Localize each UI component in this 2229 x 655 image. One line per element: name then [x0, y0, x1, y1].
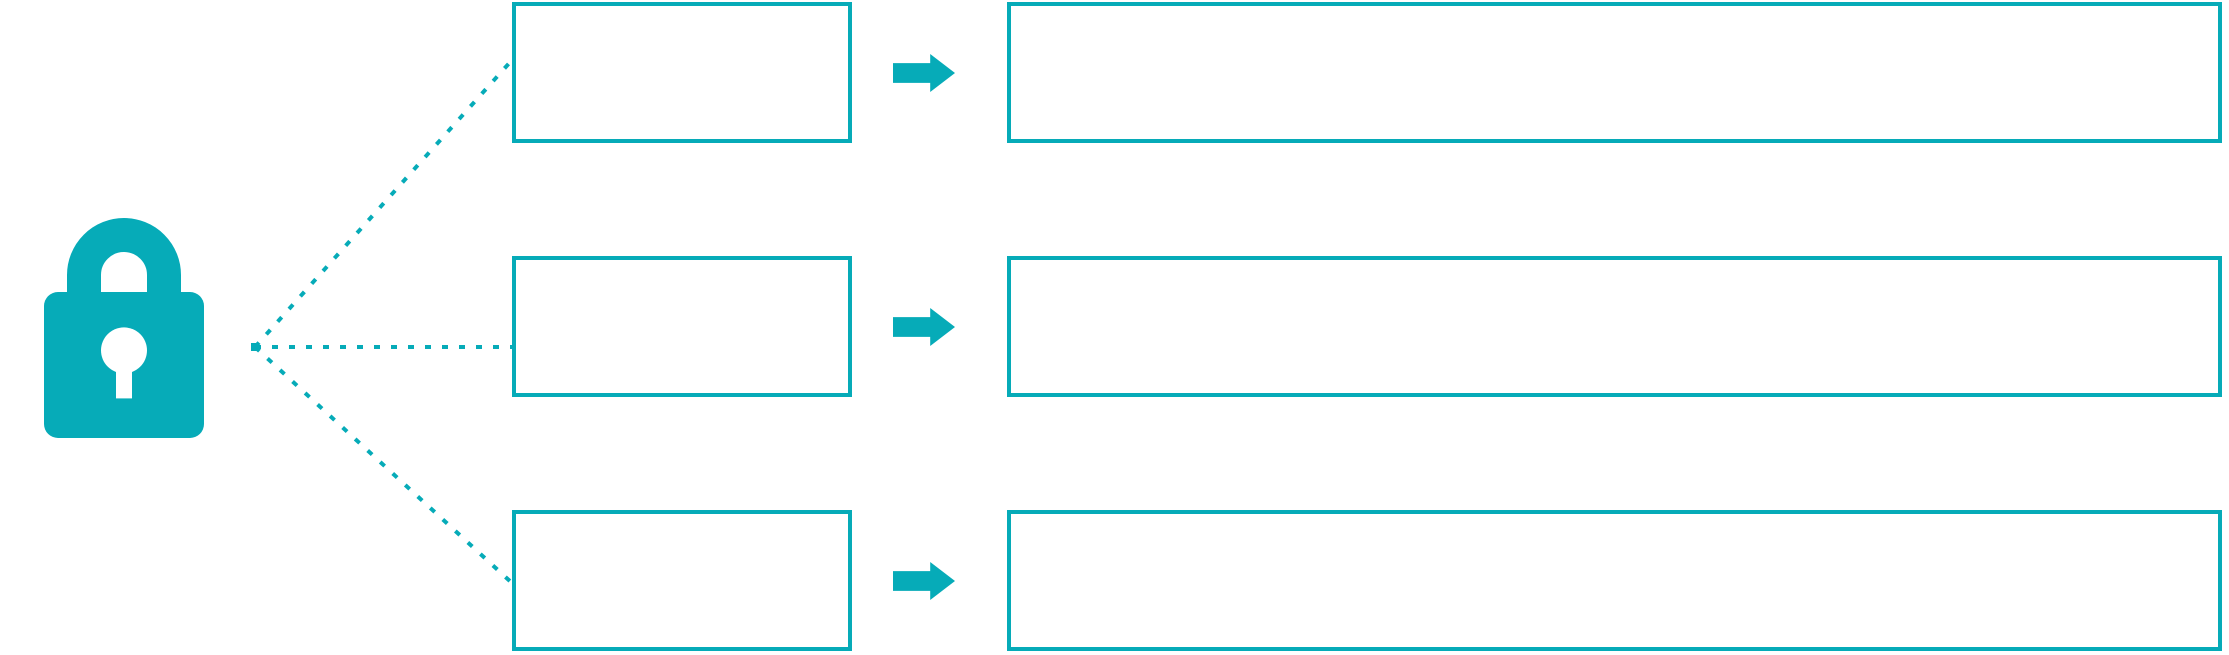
stage-box-3[interactable]: [512, 510, 852, 651]
lock-shackle-icon: [67, 218, 181, 300]
connector-line-3: [253, 345, 514, 585]
stage-box-2[interactable]: [512, 256, 852, 397]
detail-box-3[interactable]: [1007, 510, 2222, 651]
detail-box-1[interactable]: [1007, 2, 2222, 143]
arrow-right-3: [893, 562, 955, 600]
connector-line-1: [253, 58, 514, 349]
arrow-right-1: [893, 54, 955, 92]
arrow-right-2: [893, 308, 955, 346]
detail-box-2[interactable]: [1007, 256, 2222, 397]
stage-box-1[interactable]: [512, 2, 852, 143]
lock-icon: [44, 218, 204, 438]
lock-keyhole-stem-icon: [116, 350, 132, 399]
